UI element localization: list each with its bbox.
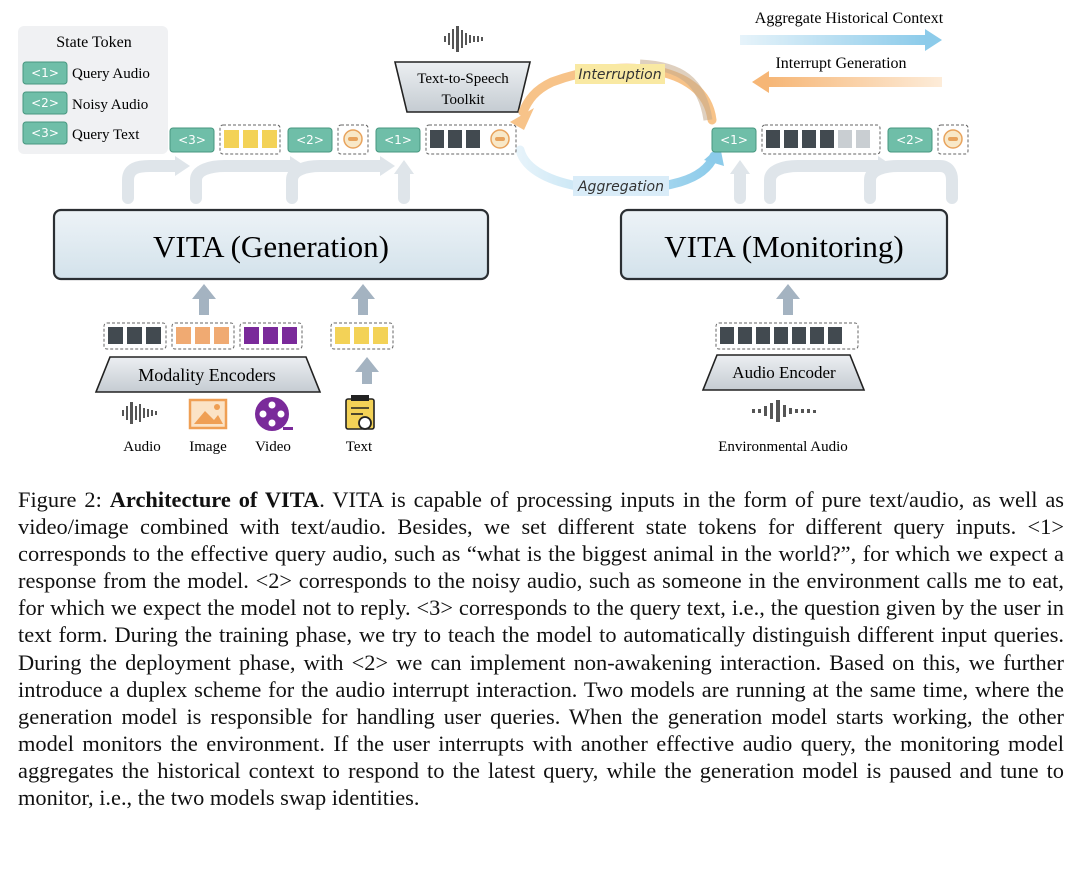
state-token-2 [22, 91, 68, 115]
audio-encoder-label: Audio Encoder [732, 363, 836, 382]
tts-label-line1: Text-to-Speech [417, 71, 509, 87]
audio-encoder: Audio Encoder [701, 354, 866, 391]
svg-text:<2>: <2> [31, 96, 59, 110]
legend-item-query-audio: <1> Query Audio [22, 61, 150, 85]
generation-model-label: VITA (Generation) [153, 229, 389, 264]
monitoring-loop-arrows [730, 156, 958, 204]
image-input-icon [188, 398, 228, 430]
video-input-label: Video [255, 439, 291, 455]
modality-token-groups [103, 322, 394, 350]
legend-label: Noisy Audio [72, 97, 148, 113]
caption-prefix: Figure 2: [18, 487, 110, 512]
cycle-arrows: Interruption Aggregation [510, 59, 724, 196]
generation-model-box: VITA (Generation) [52, 208, 490, 281]
video-input-icon [255, 397, 293, 431]
token-2 [287, 127, 333, 153]
waveform-icon [444, 26, 483, 52]
tts-toolkit: Text-to-Speech Toolkit [393, 61, 532, 113]
state-token-legend: State Token <1> Query Audio <2> Noisy Au… [18, 26, 168, 154]
monitoring-model-label: VITA (Monitoring) [664, 229, 903, 264]
image-input-label: Image [189, 439, 227, 455]
token-3 [169, 127, 215, 153]
generation-token-sequence: <3> <2> <1> [169, 124, 517, 155]
audio-input-label: Audio [123, 439, 161, 455]
state-token-1 [22, 61, 68, 85]
svg-text:<3>: <3> [178, 133, 206, 147]
legend-label: Query Text [72, 127, 140, 143]
svg-text:<3>: <3> [31, 126, 59, 140]
caption-bold-title: Architecture of VITA [109, 487, 320, 512]
aggregate-context-label: Aggregate Historical Context [755, 10, 944, 27]
legend-title: State Token [56, 34, 131, 51]
legend-item-query-text: <3> Query Text [22, 121, 140, 145]
figure-caption: Figure 2: Architecture of VITA. VITA is … [18, 486, 1064, 811]
legend-label: Query Audio [72, 66, 150, 82]
environmental-audio-label: Environmental Audio [718, 439, 848, 455]
state-token-3 [22, 121, 68, 145]
vita-architecture-diagram: State Token <1> Query Audio <2> Noisy Au… [18, 10, 969, 455]
aggregation-label: Aggregation [577, 179, 664, 195]
legend-item-noisy-audio: <2> Noisy Audio [22, 91, 148, 115]
tts-label-line2: Toolkit [441, 92, 485, 108]
interrupt-generation-label: Interrupt Generation [775, 55, 906, 72]
interruption-label: Interruption [578, 67, 661, 83]
audio-token-group [715, 322, 859, 350]
monitoring-token-sequence: <1> <2> [711, 124, 969, 155]
svg-text:<1>: <1> [720, 133, 748, 147]
svg-text:<1>: <1> [31, 66, 59, 80]
modality-encoders-label: Modality Encoders [138, 365, 275, 385]
token-2 [887, 127, 933, 153]
token-1 [711, 127, 757, 153]
token-1 [375, 127, 421, 153]
svg-text:<2>: <2> [296, 133, 324, 147]
text-input-icon [345, 395, 375, 430]
modality-encoders: Modality Encoders [94, 356, 322, 393]
caption-body: . VITA is capable of processing inputs i… [18, 487, 1065, 811]
monitoring-model-box: VITA (Monitoring) [619, 208, 949, 281]
up-arrows [192, 284, 800, 384]
svg-text:<2>: <2> [896, 133, 924, 147]
top-right-arrows: Aggregate Historical Context Interrupt G… [740, 10, 944, 93]
audio-input-icon [122, 402, 157, 424]
svg-text:<1>: <1> [384, 133, 412, 147]
generation-loop-arrows [122, 156, 414, 204]
text-input-label: Text [346, 439, 373, 455]
environmental-audio-icon [752, 400, 816, 422]
